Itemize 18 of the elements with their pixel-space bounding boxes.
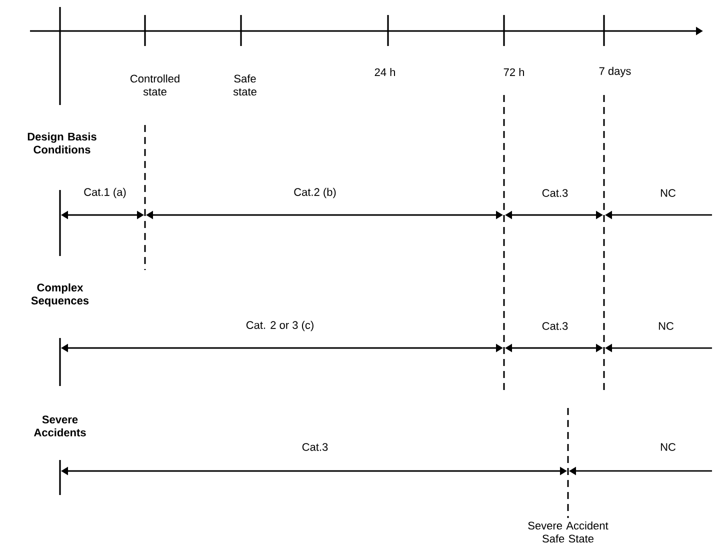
span-label: Cat.3: [542, 322, 568, 330]
event-label: Safe state: [233, 74, 256, 96]
span-label: Cat.1 (a): [84, 188, 126, 198]
span-label: NC: [660, 443, 676, 451]
row-heading: Complex Sequences: [31, 283, 89, 307]
event-label: Severe Accident Safe State: [528, 521, 608, 543]
event-label: Controlled state: [130, 74, 180, 96]
span-label: Cat.3: [302, 443, 328, 451]
span-label: NC: [658, 322, 674, 330]
tick-label: 24 h: [374, 68, 395, 76]
tick-label: 72 h: [504, 68, 524, 76]
row-heading: Design Basis Conditions: [28, 132, 96, 154]
span-label: Cat.3: [542, 189, 568, 197]
span-label: Cat.2 (b): [294, 188, 336, 198]
span-label: NC: [660, 189, 676, 197]
tick-label: 7 days: [599, 66, 631, 78]
span-label: Cat. 2 or 3 (c): [246, 320, 314, 332]
row-heading: Severe Accidents: [34, 416, 86, 436]
